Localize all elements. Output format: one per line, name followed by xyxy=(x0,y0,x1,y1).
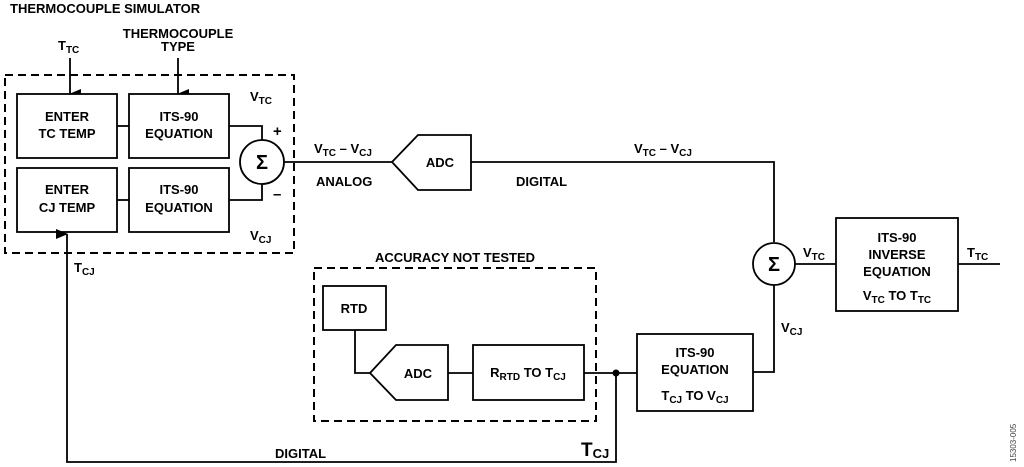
its90-inverse-block: ITS-90 INVERSE EQUATION VTC TO TTC xyxy=(835,217,959,312)
thermocouple-type-label-1: THERMOCOUPLE xyxy=(123,26,234,41)
vcj-sum-label: VCJ xyxy=(781,320,802,338)
svg-text:RRTD TO TCJ: RRTD TO TCJ xyxy=(490,365,566,383)
analog-label: ANALOG xyxy=(316,174,372,189)
vtc-label: VTC xyxy=(250,89,272,107)
thermocouple-type-label-2: TYPE xyxy=(161,39,195,54)
svg-text:ADC: ADC xyxy=(404,366,433,381)
feedback-tcj-label: TCJ xyxy=(74,260,95,278)
its90-cj-block: ITS-90 EQUATION xyxy=(128,167,230,233)
svg-text:EQUATION: EQUATION xyxy=(145,200,213,215)
wire-feedback-tcj xyxy=(56,229,617,463)
feedback-digital-label: DIGITAL xyxy=(275,446,326,461)
svg-text:Σ: Σ xyxy=(256,152,268,174)
wire-rtd-to-adc xyxy=(354,330,370,374)
svg-text:INVERSE: INVERSE xyxy=(868,247,925,262)
adc-block-2: ADC xyxy=(368,344,449,401)
svg-text:ITS-90: ITS-90 xyxy=(159,182,198,197)
digital-label: DIGITAL xyxy=(516,174,567,189)
svg-text:Σ: Σ xyxy=(768,254,780,276)
its90-cj-equation-block: ITS-90 EQUATION TCJ TO VCJ xyxy=(636,333,754,412)
plus-sign: + xyxy=(273,123,282,140)
accuracy-not-tested-title: ACCURACY NOT TESTED xyxy=(375,250,535,265)
inverse-input-label: VTC xyxy=(803,245,825,263)
diagram-title: THERMOCOUPLE SIMULATOR xyxy=(10,1,201,16)
minus-sign: – xyxy=(273,186,281,203)
adc-block-1: ADC xyxy=(390,134,472,191)
svg-text:ITS-90: ITS-90 xyxy=(159,109,198,124)
output-ttc-label: TTC xyxy=(967,245,988,263)
rtd-block: RTD xyxy=(322,285,387,331)
wire-its90-tc-to-sum xyxy=(229,125,263,140)
svg-text:ITS-90: ITS-90 xyxy=(877,230,916,245)
simulator-boundary xyxy=(4,74,295,254)
wire-its90-cj-to-sum xyxy=(229,184,263,201)
wire-digital xyxy=(471,161,775,242)
svg-text:CJ TEMP: CJ TEMP xyxy=(39,200,96,215)
svg-text:TCJ TO VCJ: TCJ TO VCJ xyxy=(661,388,728,406)
cj-measurement-boundary xyxy=(313,267,597,422)
ttc-input-label: TTC xyxy=(58,38,79,56)
wire-vcj-to-sum xyxy=(753,285,775,373)
svg-text:EQUATION: EQUATION xyxy=(145,126,213,141)
svg-text:ENTER: ENTER xyxy=(45,109,90,124)
feedback-tcj-big-label: TCJ xyxy=(581,440,609,461)
figure-id: 15303-005 xyxy=(1009,423,1018,462)
summing-junction-1: Σ xyxy=(239,139,285,185)
vcj-label: VCJ xyxy=(250,228,271,246)
enter-cj-block: ENTER CJ TEMP xyxy=(16,167,118,233)
svg-text:EQUATION: EQUATION xyxy=(863,264,931,279)
svg-text:RTD: RTD xyxy=(341,301,368,316)
svg-text:TC TEMP: TC TEMP xyxy=(38,126,95,141)
its90-tc-block: ITS-90 EQUATION xyxy=(128,93,230,159)
svg-text:ENTER: ENTER xyxy=(45,182,90,197)
analog-signal-label: VTC – VCJ xyxy=(314,141,372,159)
summing-junction-2: Σ xyxy=(752,242,796,286)
svg-text:VTC TO TTC: VTC TO TTC xyxy=(863,288,931,306)
svg-text:ITS-90: ITS-90 xyxy=(675,345,714,360)
svg-text:EQUATION: EQUATION xyxy=(661,362,729,377)
rrtd-to-tcj-block: RRTD TO TCJ xyxy=(472,344,585,401)
enter-tc-block: ENTER TC TEMP xyxy=(16,93,118,159)
svg-text:ADC: ADC xyxy=(426,155,455,170)
digital-signal-label: VTC – VCJ xyxy=(634,141,692,159)
